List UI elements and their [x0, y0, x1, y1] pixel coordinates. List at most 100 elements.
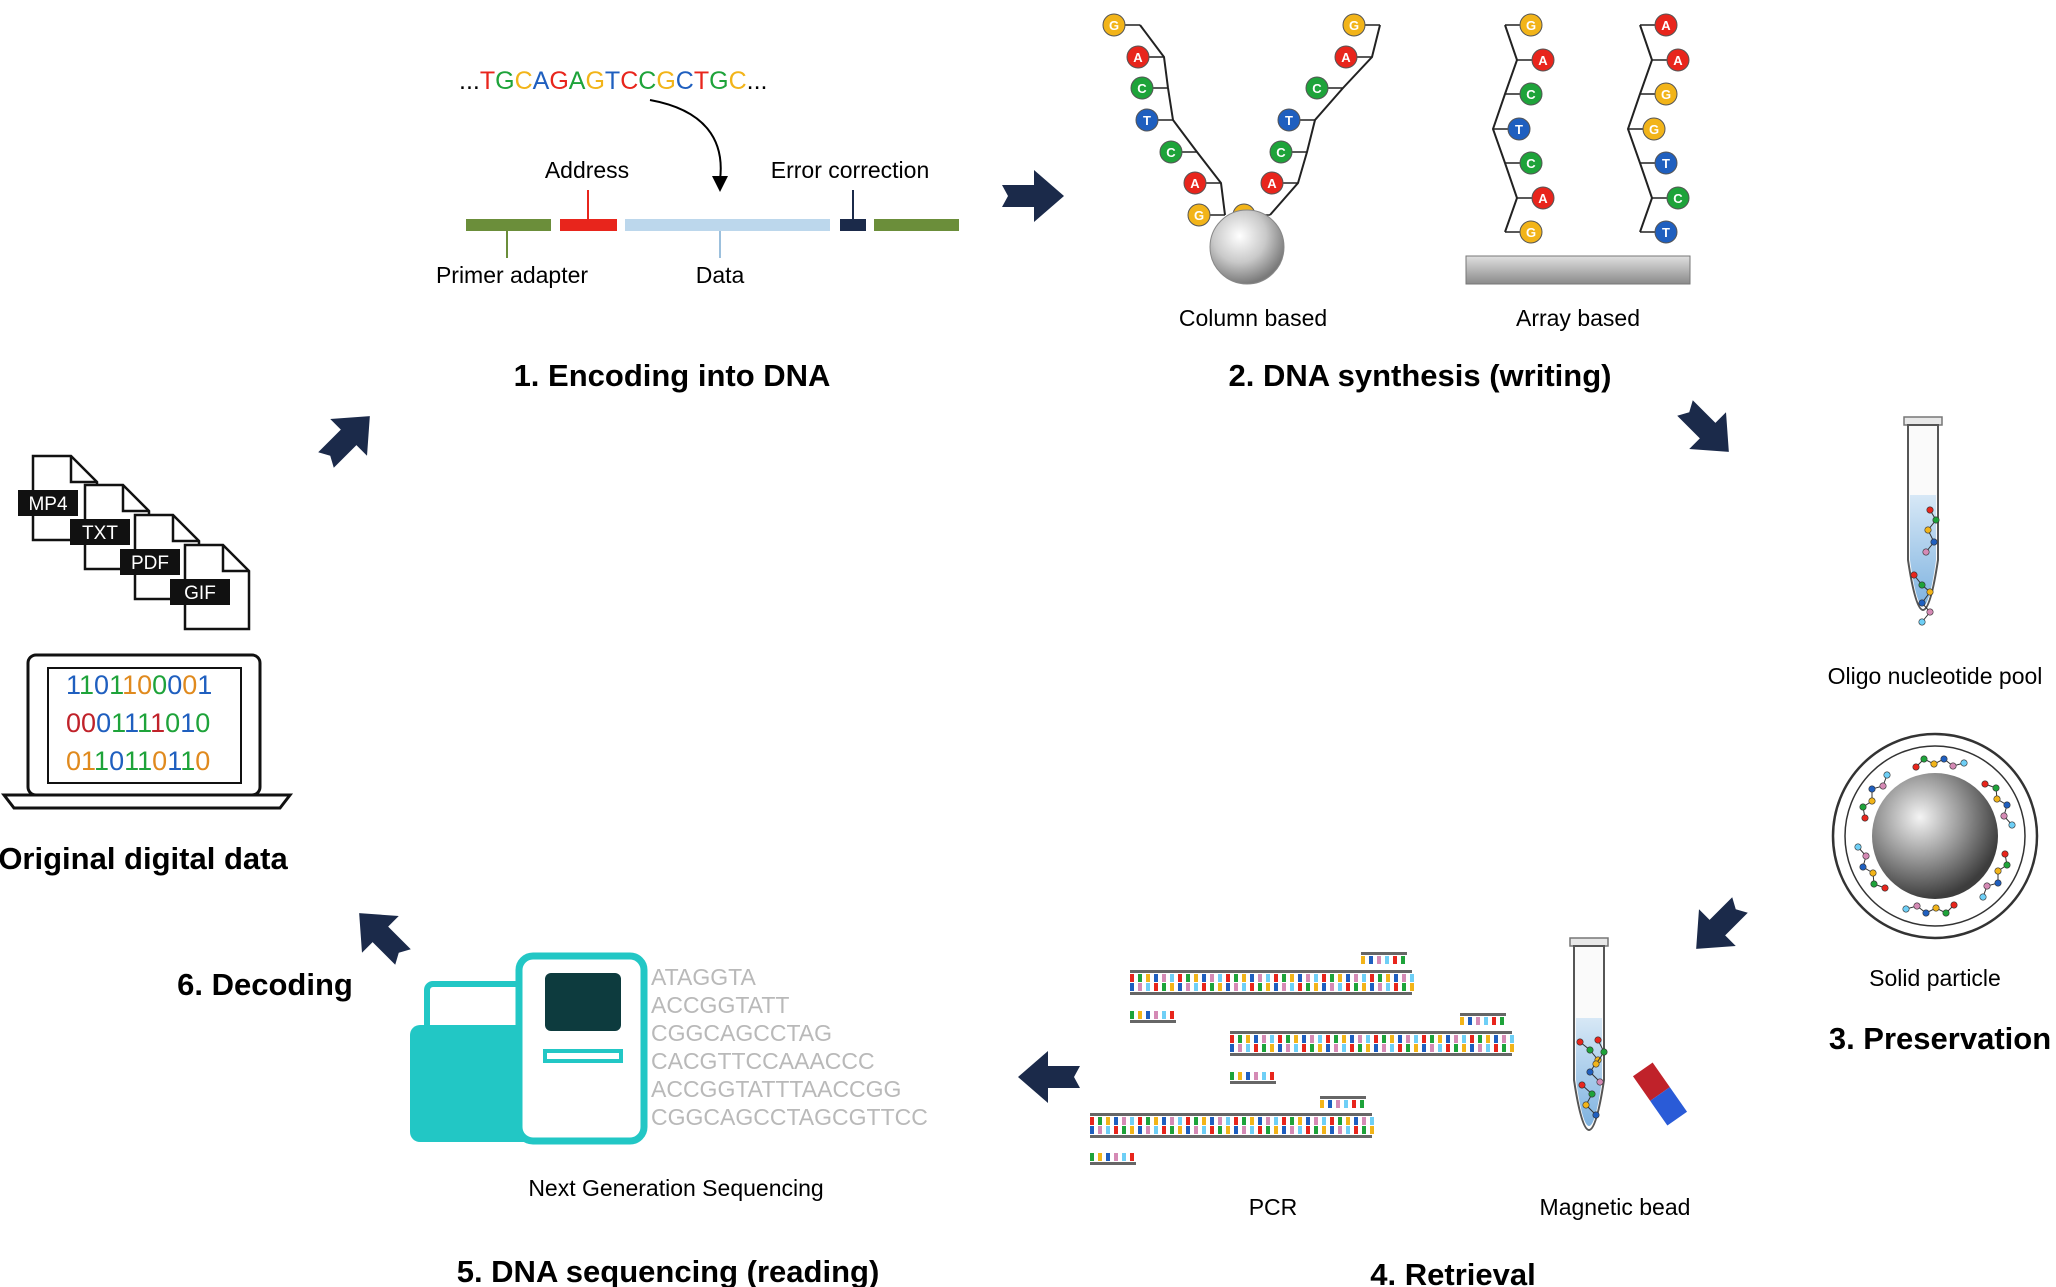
sequence-base: C — [515, 67, 533, 95]
encoding-section: ...TGCAGAGTCCGCTGC... Address Error corr… — [436, 67, 959, 393]
nucleotide-C — [1519, 82, 1543, 106]
sequence-base: C — [676, 67, 694, 95]
nucleotide-A — [1126, 45, 1150, 69]
nucleotide-A — [1531, 186, 1555, 210]
nucleotide-A — [1531, 48, 1555, 72]
column-based-label: Column based — [1179, 305, 1327, 331]
primer-adapter-left — [466, 219, 551, 231]
arrow-icon — [307, 397, 389, 479]
preservation-section: Oligo nucleotide pool Solid particle 3. … — [1828, 416, 2051, 1056]
encoded-sequence: ...TGCAGAGTCCGCTGC... — [459, 67, 767, 95]
nucleotide-letter: G — [1649, 122, 1659, 137]
nucleotide-G — [1642, 117, 1666, 141]
arrowhead-icon — [712, 176, 728, 192]
sequence-base: C — [620, 67, 638, 95]
nucleotide-letter: T — [1662, 156, 1670, 171]
sequence-base: T — [694, 67, 709, 95]
nucleotide-letter: A — [1267, 176, 1277, 191]
pcr-label: PCR — [1249, 1194, 1298, 1220]
test-tube-icon — [1903, 416, 1943, 626]
file-type-label: TXT — [82, 523, 118, 544]
retrieval-section: PCR Magnetic bead 4. Retrieval — [1090, 937, 1690, 1287]
arrow-icon — [1002, 170, 1064, 222]
nucleotide-letter: A — [1673, 53, 1683, 68]
nucleotide-C — [1305, 76, 1329, 100]
nucleotide-letter: A — [1538, 53, 1548, 68]
sequence-base: G — [495, 67, 514, 95]
nucleotide-G — [1519, 220, 1543, 244]
nucleotide-T — [1277, 108, 1301, 132]
nucleotide-letter: G — [1349, 18, 1359, 33]
sequence-prefix: ... — [459, 67, 480, 95]
arrow-icon — [1677, 886, 1759, 968]
file-icon: PDF — [120, 513, 201, 601]
file-icon: TXT — [70, 483, 151, 571]
error-correction-label: Error correction — [771, 157, 929, 183]
nucleotide-G — [1102, 13, 1126, 37]
data-segment — [625, 219, 830, 231]
arrow-icon — [340, 894, 422, 976]
array-based-label: Array based — [1516, 305, 1640, 331]
solid-particle-icon — [1831, 732, 2039, 940]
binary-row: 0001111010 — [66, 708, 210, 738]
nucleotide-T — [1135, 108, 1159, 132]
sequencing-read: ATAGGTA — [651, 964, 756, 990]
sequence-base: T — [605, 67, 620, 95]
magnet-icon — [1632, 1062, 1688, 1126]
nucleotide-letter: A — [1341, 50, 1351, 65]
step-2-title: 2. DNA synthesis (writing) — [1229, 358, 1612, 393]
magnetic-tube-icon — [1569, 937, 1609, 1131]
binary-row: 0110110110 — [66, 746, 210, 776]
sequence-base: C — [729, 67, 747, 95]
step-6-title: 6. Decoding — [177, 967, 353, 1002]
sequence-base: A — [533, 67, 550, 95]
step-3-title: 3. Preservation — [1829, 1021, 2051, 1056]
nucleotide-letter: G — [1661, 87, 1671, 102]
nucleotide-G — [1187, 203, 1211, 227]
sequence-base: C — [638, 67, 656, 95]
sequence-base: G — [549, 67, 568, 95]
sequencing-section: ATAGGTAACCGGTATTCGGCAGCCTAGCACGTTCCAAACC… — [410, 952, 928, 1287]
primer-adapter-label: Primer adapter — [436, 262, 588, 288]
nucleotide-C — [1269, 140, 1293, 164]
sequencing-read: CACGTTCCAAACCC — [651, 1048, 875, 1074]
nucleotide-letter: T — [1285, 113, 1293, 128]
sequencing-read: CGGCAGCCTAGCGTTCC — [651, 1104, 928, 1130]
sequence-base: G — [656, 67, 675, 95]
nucleotide-T — [1654, 151, 1678, 175]
step-5-title: 5. DNA sequencing (reading) — [457, 1254, 880, 1287]
nucleotide-letter: T — [1515, 122, 1523, 137]
nucleotide-letter: A — [1661, 18, 1671, 33]
nucleotide-C — [1519, 151, 1543, 175]
sequencer-icon — [410, 952, 648, 1145]
nucleotide-letter: C — [1166, 145, 1176, 160]
address-label: Address — [545, 157, 629, 183]
nucleotide-T — [1654, 220, 1678, 244]
laptop-icon — [0, 653, 294, 810]
sequence-suffix: ... — [747, 67, 768, 95]
file-type-label: MP4 — [28, 494, 68, 515]
nucleotide-G — [1654, 82, 1678, 106]
encoding-curved-arrow — [649, 99, 722, 181]
arrow-icon — [1018, 1051, 1080, 1103]
nucleotide-G — [1342, 13, 1366, 37]
sequencing-read: ACCGGTATT — [651, 992, 789, 1018]
nucleotide-T — [1507, 117, 1531, 141]
sequencing-read: ACCGGTATTTAACCGG — [651, 1076, 901, 1102]
nucleotide-letter: T — [1662, 225, 1670, 240]
nucleotide-A — [1666, 48, 1690, 72]
sequence-base: G — [709, 67, 728, 95]
nucleotide-C — [1666, 186, 1690, 210]
primer-adapter-right — [874, 219, 959, 231]
nucleotide-letter: C — [1276, 145, 1286, 160]
data-label: Data — [696, 262, 745, 288]
nucleotide-A — [1334, 45, 1358, 69]
